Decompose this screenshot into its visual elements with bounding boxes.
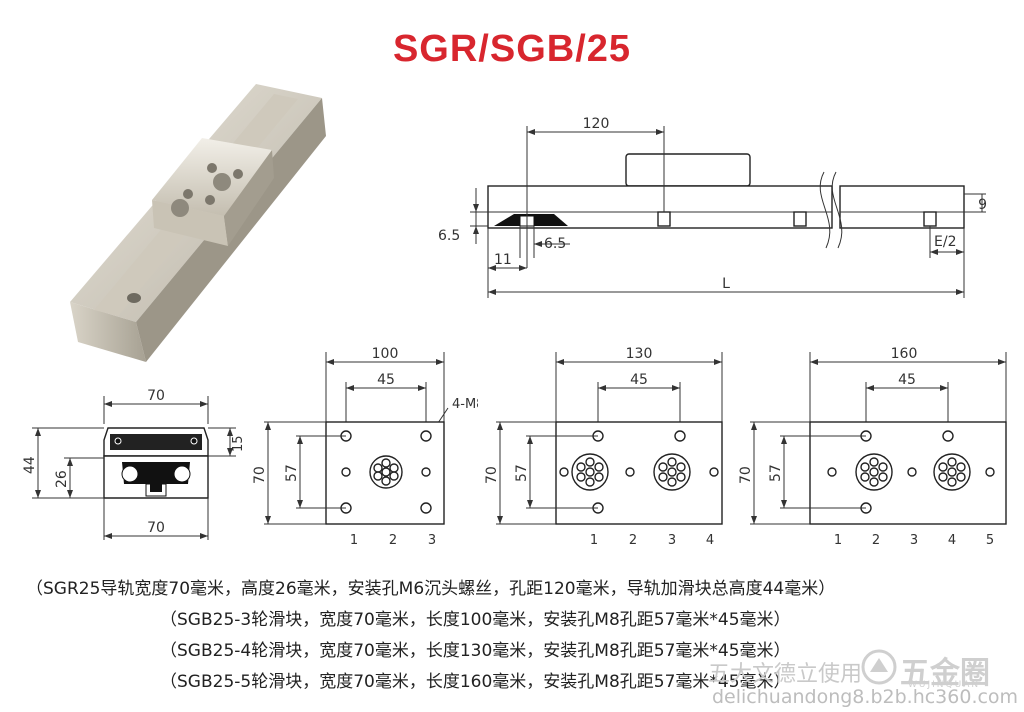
side-view-drawing: 120 9 6.5 6.5 11 E/2 xyxy=(438,116,987,298)
watermark-text: 五大文德立使用 xyxy=(708,662,863,687)
side-hole xyxy=(923,211,937,227)
plate1-num-2: 2 xyxy=(389,533,397,548)
dim-6-5-left-label: 6.5 xyxy=(438,228,460,244)
logo-subtext: WUJINQUAN xyxy=(908,680,981,690)
plate3-pitch-label: 57 xyxy=(768,464,784,482)
plate1-hole-label: 4-M8 xyxy=(452,397,478,412)
side-hole xyxy=(657,211,671,227)
plate2-num-3: 3 xyxy=(668,533,676,548)
cross-section-drawing: 70 15 44 26 70 xyxy=(22,388,246,540)
plate-3-wheel: 100 45 4-M8 70 57 1 2 3 xyxy=(252,346,478,548)
plate2-width-label: 130 xyxy=(626,346,653,362)
plate3-num-2: 2 xyxy=(872,533,880,548)
plate2-num-4: 4 xyxy=(706,533,714,548)
plate2-pitch-label: 57 xyxy=(514,464,530,482)
carriage-wheel xyxy=(213,173,231,191)
plate3-wheel xyxy=(933,453,971,491)
plate3-num-4: 4 xyxy=(948,533,956,548)
plate1-height-label: 70 xyxy=(252,466,268,484)
plate2-num-1: 1 xyxy=(590,533,598,548)
plate3-num-5: 5 xyxy=(986,533,994,548)
plate3-height-label: 70 xyxy=(738,466,754,484)
rail-mount-hole xyxy=(127,293,141,303)
plate1-num-1: 1 xyxy=(350,533,358,548)
dim-width-bottom-label: 70 xyxy=(147,520,165,536)
cross-carriage-plate xyxy=(110,434,202,450)
dim-rail-label: 26 xyxy=(54,470,70,488)
dim-11-label: 11 xyxy=(494,252,512,268)
plate3-width-label: 160 xyxy=(891,346,918,362)
side-rail-right xyxy=(839,185,965,229)
plate2-wheel xyxy=(653,453,691,491)
caption-3-wheel: （SGB25-3轮滑块，宽度70毫米，长度100毫米，安装孔M8孔距57毫米*4… xyxy=(160,610,791,630)
plate2-wheel xyxy=(571,453,609,491)
plate3-num-3: 3 xyxy=(910,533,918,548)
plate2-num-2: 2 xyxy=(629,533,637,548)
dim-height-label: 44 xyxy=(22,456,38,474)
caption-5-wheel: （SGB25-5轮滑块，宽度70毫米，长度160毫米，安装孔M8孔距57毫米*4… xyxy=(160,672,791,692)
dim-width-top-label: 70 xyxy=(147,388,165,404)
logo-icon xyxy=(861,649,897,685)
logo-text: 五金圈 xyxy=(900,656,990,691)
cross-wheels xyxy=(122,462,190,484)
dim-15-label: 15 xyxy=(231,435,246,452)
carriage-wheel xyxy=(171,199,189,217)
plate1-spacing-label: 45 xyxy=(377,372,395,388)
plate3-num-1: 1 xyxy=(834,533,842,548)
carriage-side xyxy=(224,150,274,246)
plate3-spacing-label: 45 xyxy=(898,372,916,388)
carriage-front xyxy=(152,200,228,246)
dim-e2-label: E/2 xyxy=(934,234,956,250)
dim-120-label: 120 xyxy=(583,116,610,132)
plate3-wheel xyxy=(855,453,893,491)
dim-9-label: 9 xyxy=(978,197,987,213)
watermark-logo: 五金圈 WUJINQUAN xyxy=(860,646,1010,691)
plate2-height-label: 70 xyxy=(484,466,500,484)
plate-4-wheel: 130 45 70 xyxy=(484,346,723,548)
dim-6-5-bottom-label: 6.5 xyxy=(544,236,566,252)
side-carriage xyxy=(625,153,751,187)
plate1-wheel xyxy=(369,455,403,489)
rail-side xyxy=(70,302,146,362)
page-title: SGR/SGB/25 xyxy=(392,28,632,70)
carriage-bolt xyxy=(183,189,193,199)
plate2-spacing-label: 45 xyxy=(630,372,648,388)
break-line xyxy=(819,171,831,249)
plate1-width-label: 100 xyxy=(372,346,399,362)
plate1-num-3: 3 xyxy=(428,533,436,548)
carriage-top xyxy=(152,138,272,216)
product-photo xyxy=(70,84,326,362)
side-hole xyxy=(793,211,807,227)
carriage-bolt xyxy=(233,169,243,179)
carriage-bolt xyxy=(207,163,217,173)
plate1-pitch-label: 57 xyxy=(284,464,300,482)
caption-4-wheel: （SGB25-4轮滑块，宽度70毫米，长度130毫米，安装孔M8孔距57毫米*4… xyxy=(160,641,791,661)
caption-rail: （SGR25导轨宽度70毫米，高度26毫米，安装孔M6沉头螺丝，孔距120毫米，… xyxy=(26,579,836,599)
dim-L-label: L xyxy=(722,276,730,292)
watermark-url: delichuandong8.b2b.hc360.com xyxy=(712,686,1019,708)
carriage-bolt xyxy=(205,195,215,205)
plate-5-wheel: 160 45 70 xyxy=(738,346,1007,548)
